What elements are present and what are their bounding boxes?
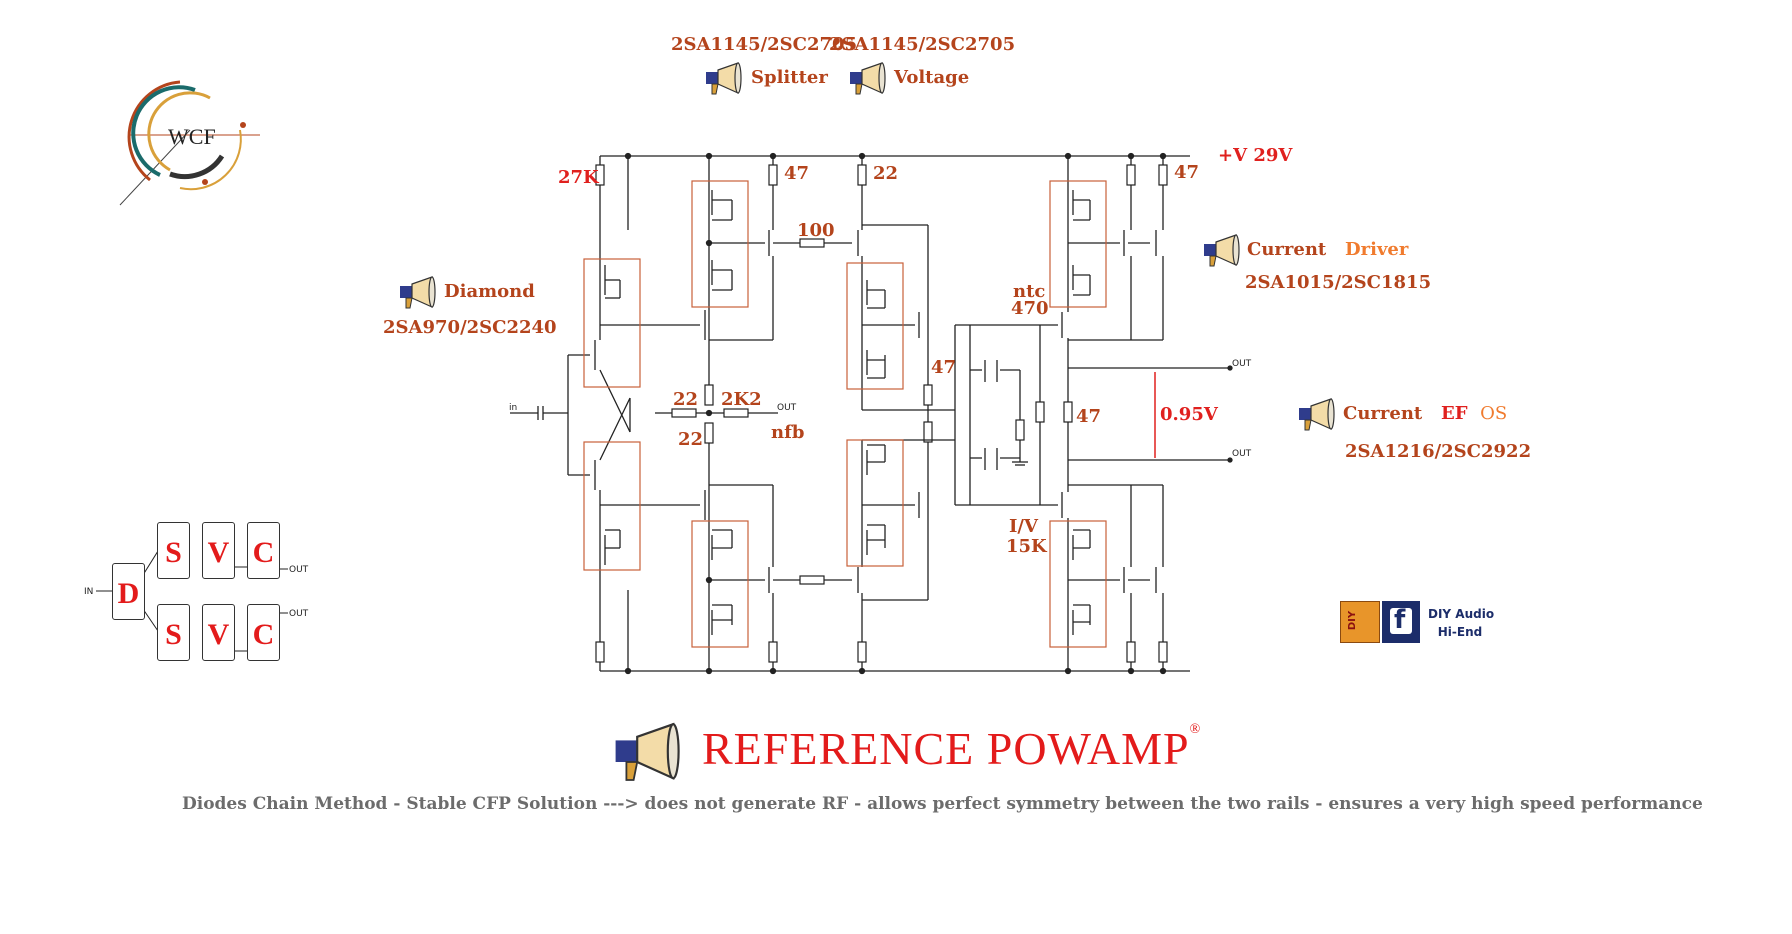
r47b-label: 47 bbox=[1174, 162, 1200, 183]
block-v-top: V bbox=[202, 522, 235, 579]
diy-logo: DIY bbox=[1340, 601, 1380, 643]
label-splitter: Splitter bbox=[751, 67, 828, 88]
page-title: REFERENCE POWAMP® bbox=[702, 722, 1202, 774]
part-driver: 2SA1015/2SC1815 bbox=[1245, 272, 1432, 293]
r47c-label: 47 bbox=[931, 357, 957, 378]
part-os: 2SA1216/2SC2922 bbox=[1345, 441, 1532, 462]
r47a-label: 47 bbox=[784, 163, 810, 184]
logo-text: WCF bbox=[168, 124, 216, 149]
block-c-bottom: C bbox=[247, 604, 280, 661]
out-label-2: OUT bbox=[1232, 449, 1252, 459]
part-splitter: 2SA1145/2SC2705 bbox=[671, 34, 858, 55]
block-v-bottom: V bbox=[202, 604, 235, 661]
label-current-ef-os: Current EF OS bbox=[1343, 403, 1508, 424]
part-voltage: 2SA1145/2SC2705 bbox=[829, 34, 1016, 55]
block-s-bottom: S bbox=[157, 604, 190, 661]
label-voltage: Voltage bbox=[894, 67, 970, 88]
out-nfb-label: OUT bbox=[777, 403, 797, 413]
trademark: ® bbox=[1189, 722, 1202, 737]
r100-label: 100 bbox=[797, 220, 835, 241]
bias-voltage-label: 0.95V bbox=[1160, 404, 1218, 425]
block-c-top: C bbox=[247, 522, 280, 579]
nfb-label: nfb bbox=[771, 422, 805, 443]
r47d-label: 47 bbox=[1076, 406, 1102, 427]
r27k-label: 27K bbox=[558, 167, 599, 188]
wcf-logo: WCF bbox=[119, 80, 260, 206]
r22a-label: 22 bbox=[873, 163, 899, 184]
ntc-label: ntc bbox=[1013, 281, 1046, 302]
label-current-driver: Current Driver bbox=[1247, 239, 1409, 260]
part-diamond: 2SA970/2SC2240 bbox=[383, 317, 557, 338]
footer-description: Diodes Chain Method - Stable CFP Solutio… bbox=[182, 794, 1703, 814]
iv-label: I/V bbox=[1009, 516, 1038, 537]
r22c-label: 22 bbox=[678, 429, 704, 450]
diy-audio-badge[interactable]: DIY f bbox=[1340, 601, 1420, 643]
in-label: in bbox=[509, 403, 517, 413]
r22b-label: 22 bbox=[673, 389, 699, 410]
out-label-1: OUT bbox=[1232, 359, 1252, 369]
megaphone-icon bbox=[614, 723, 680, 782]
block-s-top: S bbox=[157, 522, 190, 579]
block-d: D bbox=[112, 563, 145, 620]
block-out-label-2: OUT bbox=[289, 609, 309, 619]
rail-label: +V 29V bbox=[1218, 145, 1293, 166]
block-in-label: IN bbox=[84, 587, 93, 597]
facebook-icon[interactable]: f bbox=[1382, 601, 1420, 643]
r470-label: 470 bbox=[1011, 298, 1049, 319]
label-diamond: Diamond bbox=[444, 281, 535, 302]
diy-audio-text: DIY Audio Hi-End bbox=[1428, 607, 1495, 639]
r15k-label: 15K bbox=[1006, 536, 1047, 557]
r2k2-label: 2K2 bbox=[721, 389, 762, 410]
block-out-label-1: OUT bbox=[289, 565, 309, 575]
